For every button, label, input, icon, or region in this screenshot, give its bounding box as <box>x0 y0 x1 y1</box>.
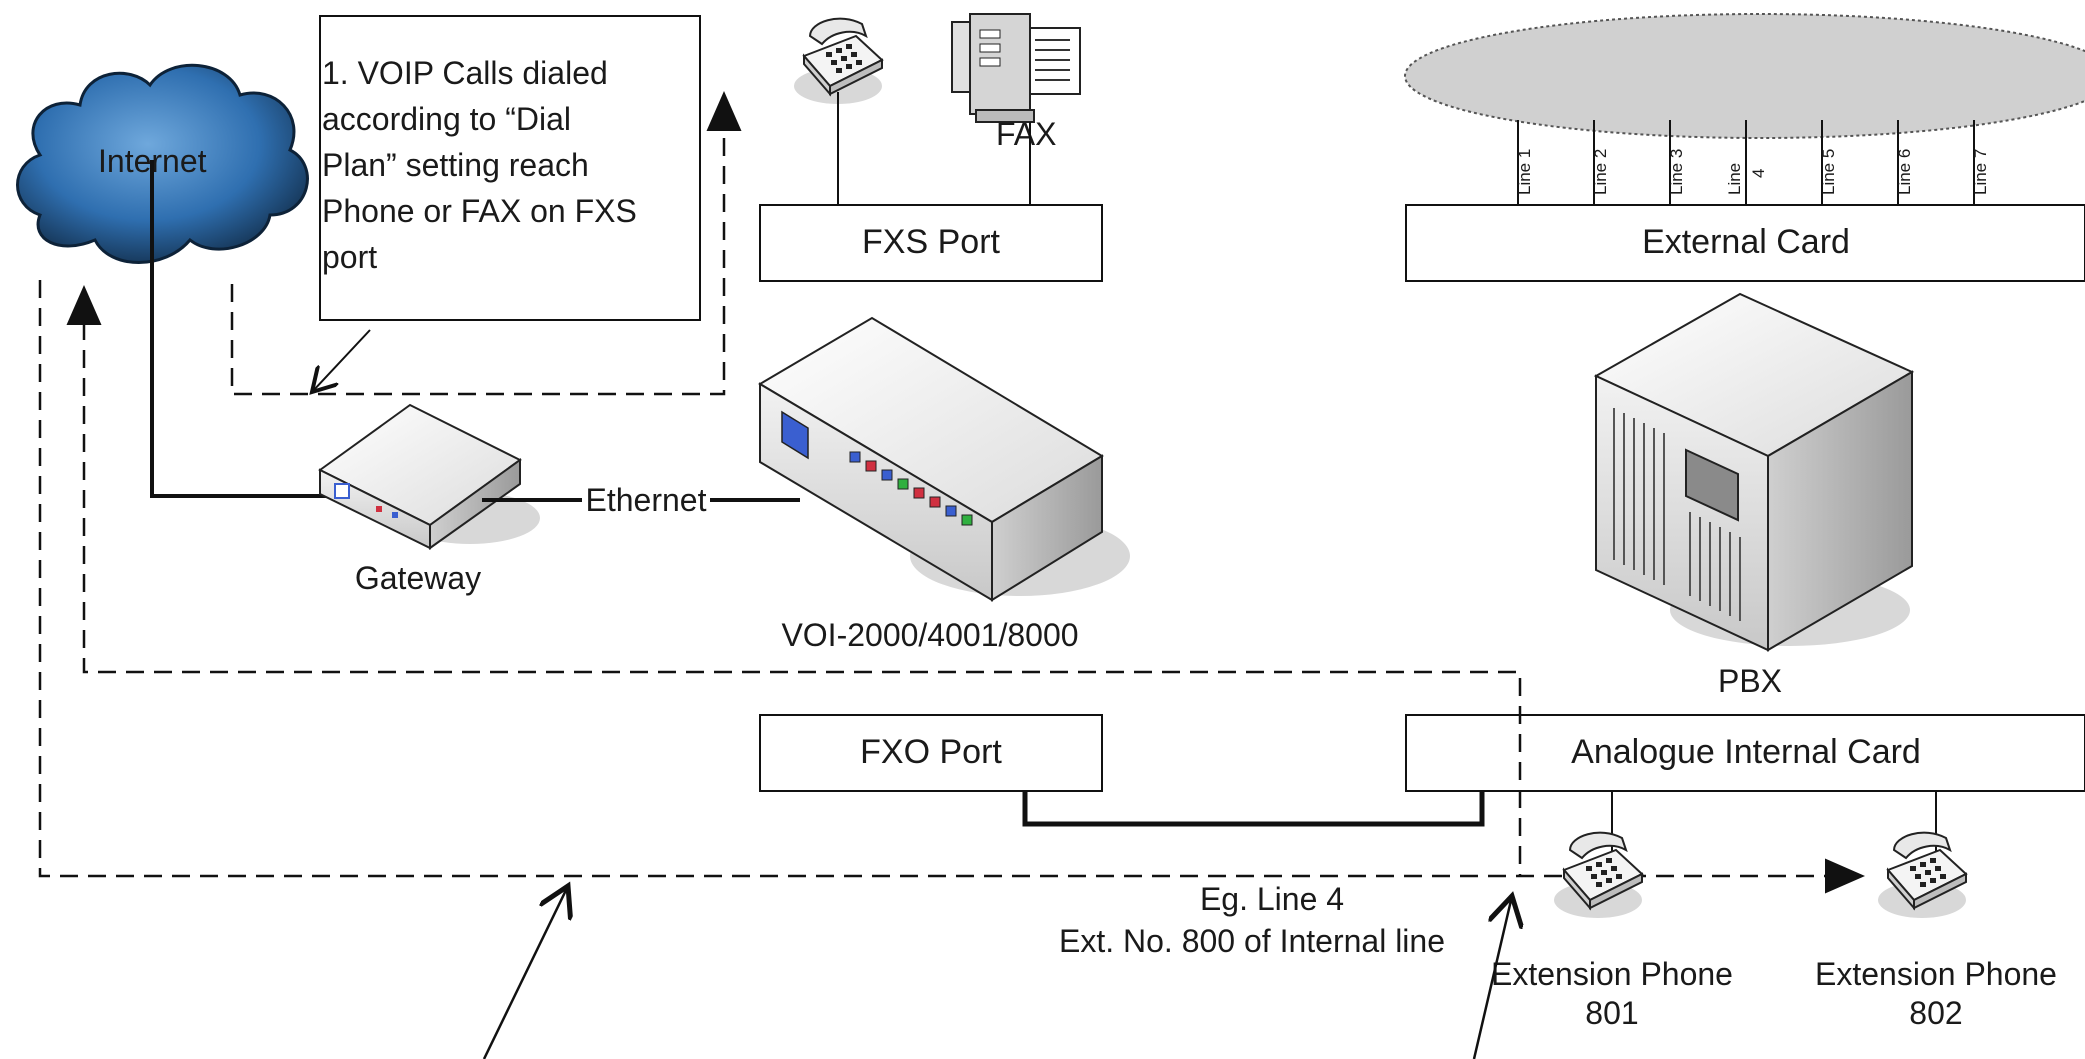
callout-line-3: Plan” setting reach <box>322 147 589 183</box>
callout-line-1: 1. VOIP Calls dialed <box>322 55 608 91</box>
pstn-line-label: Line 2 <box>1591 149 1610 195</box>
gateway-icon <box>318 403 540 550</box>
internet-gateway-cable <box>150 160 326 498</box>
phone-icon <box>793 17 883 105</box>
fax-label: FAX <box>996 116 1056 152</box>
return-dashed-path <box>82 294 1522 876</box>
example-extension-label: Ext. No. 800 of Internal line <box>1059 923 1445 959</box>
callout-pointer-arrow <box>312 329 371 392</box>
pbx-icon <box>1593 292 1915 652</box>
external-card-label: External Card <box>1642 223 1850 261</box>
voip-device-icon <box>758 316 1130 602</box>
fxo-port-label: FXO Port <box>860 733 1002 771</box>
voip-device-label: VOI-2000/4001/8000 <box>781 617 1078 653</box>
pstn-cloud <box>1404 13 2085 139</box>
callout-box <box>319 15 701 321</box>
pstn-line-label: Line 1 <box>1515 149 1534 195</box>
extension-phone-802-number: 802 <box>1909 995 1962 1031</box>
extension-phone-801-number: 801 <box>1585 995 1638 1031</box>
extension-phone-802-icon <box>1877 831 1967 919</box>
pstn-line-label: Line 6 <box>1895 149 1914 195</box>
pstn-line-label: Line <box>1725 163 1744 195</box>
pbx-label: PBX <box>1718 663 1782 699</box>
internet-cloud-icon <box>16 63 309 264</box>
callout-line-4: Phone or FAX on FXS <box>322 193 637 229</box>
pstn-line-label: Line 3 <box>1667 149 1686 195</box>
fxs-port-label: FXS Port <box>862 223 1000 261</box>
pstn-line-label: Line 5 <box>1819 149 1838 195</box>
extension-phone-801-icon <box>1553 831 1643 919</box>
fxo-analogue-cable <box>1022 791 1485 827</box>
callout-line-2: according to “Dial <box>322 101 571 137</box>
gateway-label: Gateway <box>355 560 481 596</box>
bottom-pointer-arrow-right <box>1472 896 1512 1059</box>
fxo-port-box <box>759 714 1103 792</box>
bottom-pointer-arrow-left <box>482 886 568 1059</box>
outbound-dashed-path <box>38 280 1865 894</box>
pstn-line-label: 4 <box>1749 169 1768 178</box>
fax-icon <box>951 13 1081 123</box>
extension-phone-802-title: Extension Phone <box>1815 956 2057 992</box>
extension-phone-801-title: Extension Phone <box>1491 956 1733 992</box>
example-line-label: Eg. Line 4 <box>1200 881 1344 917</box>
pstn-lines <box>1517 120 1975 205</box>
external-card-box <box>1405 204 2085 282</box>
fxs-port-box <box>759 204 1103 282</box>
pstn-line-label: Line 7 <box>1971 149 1990 195</box>
callout-line-5: port <box>322 239 377 275</box>
analogue-internal-card-label: Analogue Internal Card <box>1571 733 1921 771</box>
ethernet-label: Ethernet <box>586 482 707 518</box>
